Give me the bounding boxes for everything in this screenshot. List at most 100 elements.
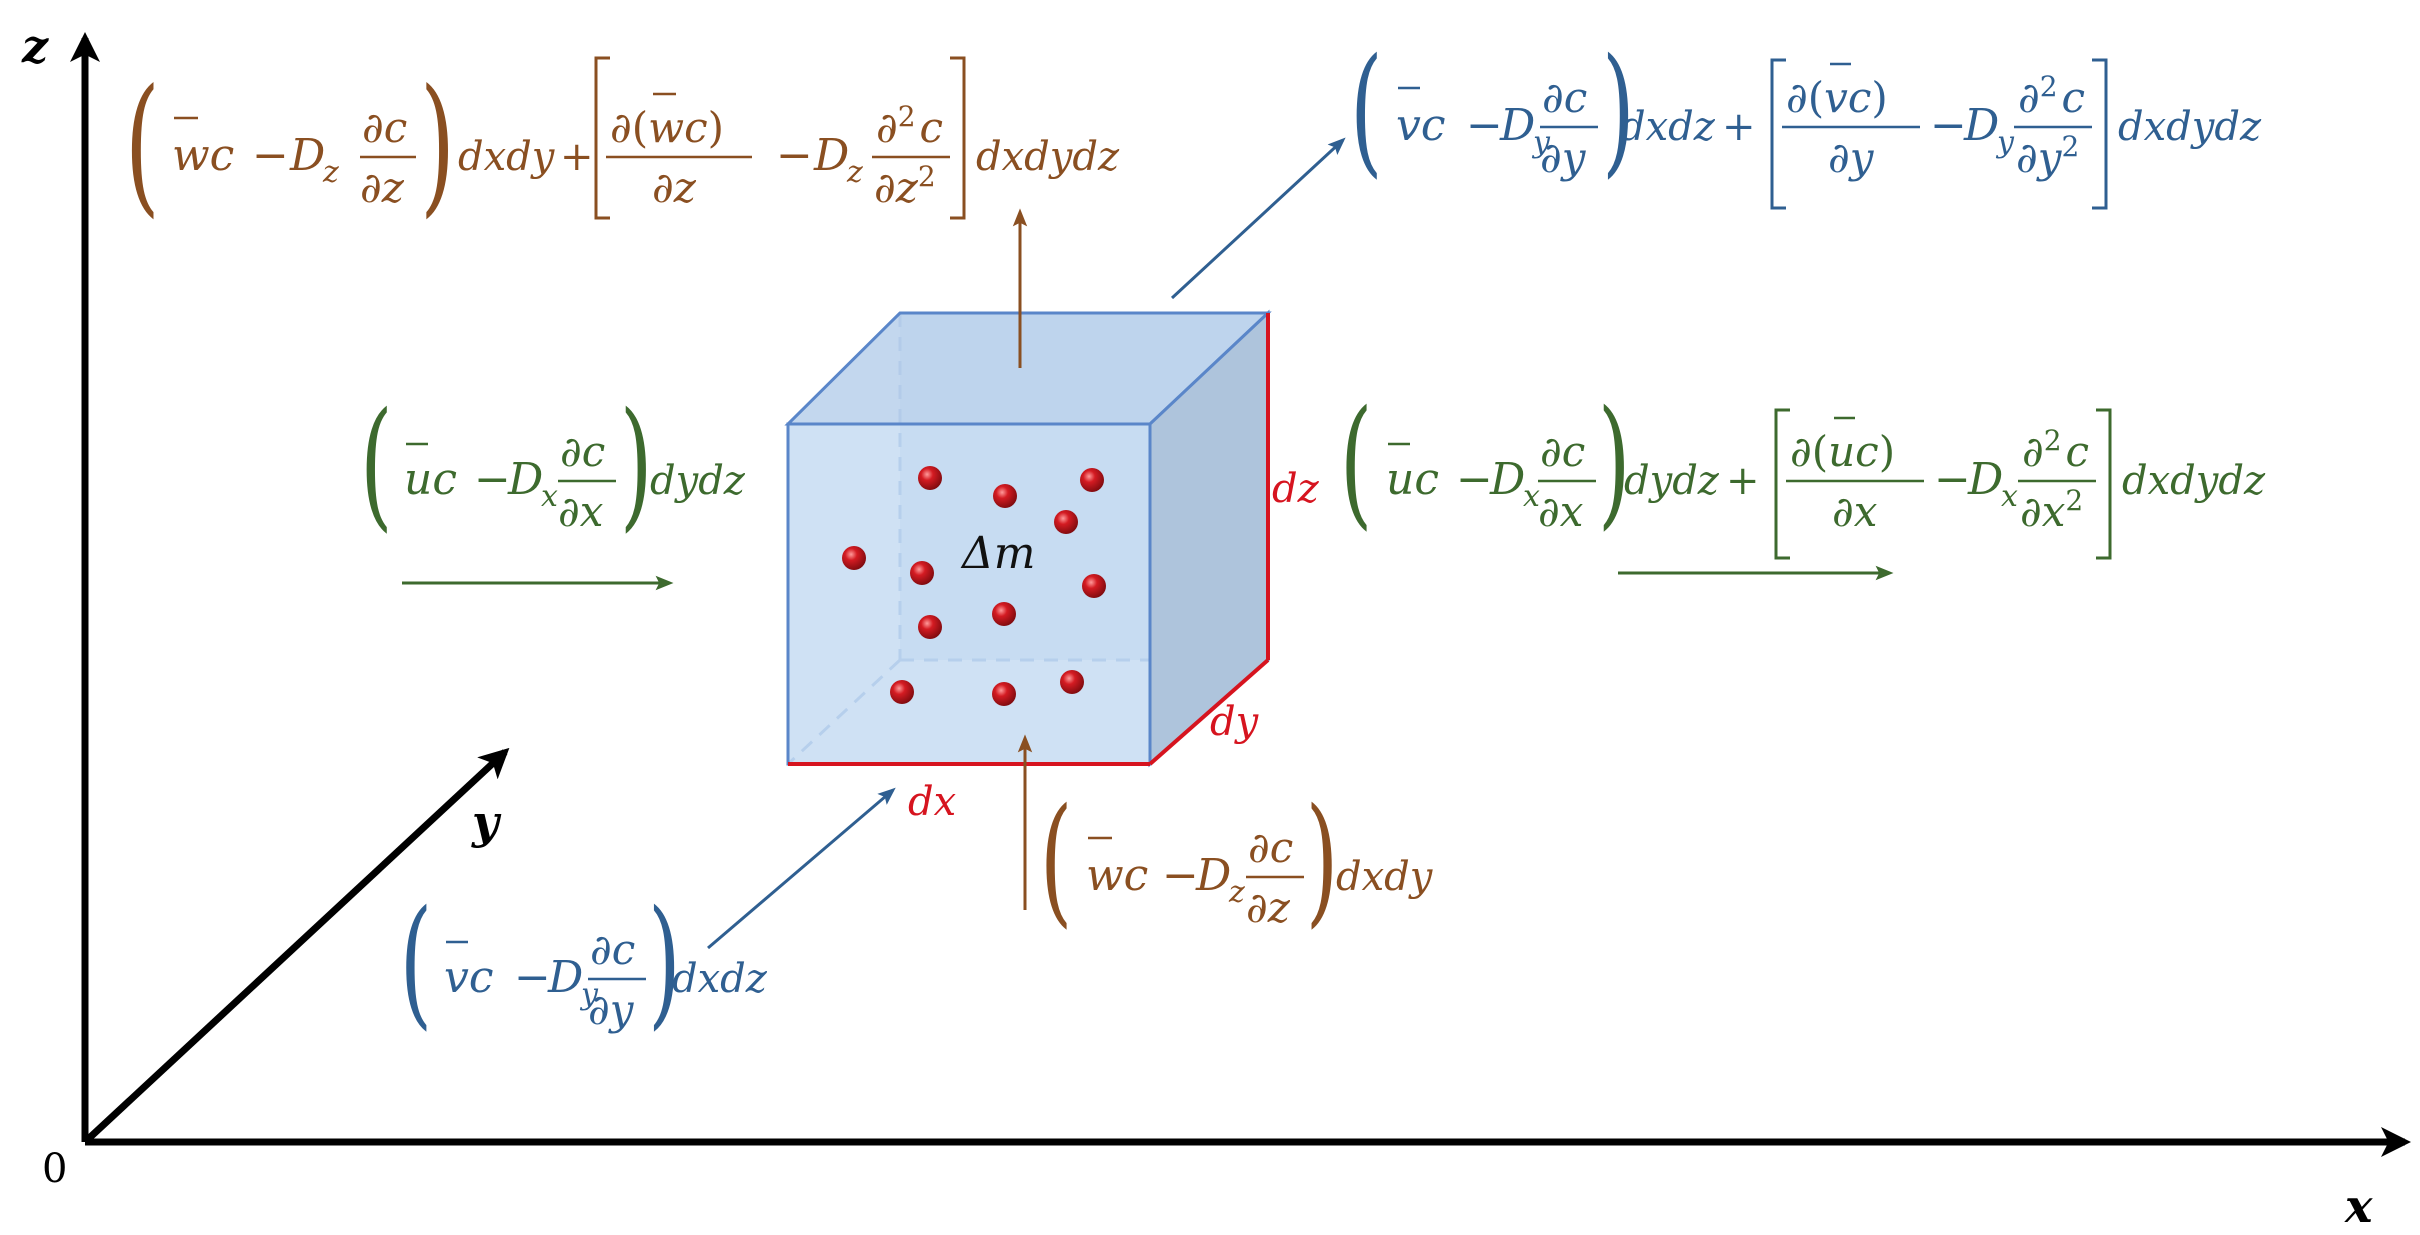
svg-text:∂(wc): ∂(wc) — [610, 103, 724, 152]
particle — [992, 602, 1016, 626]
svg-text:∂y: ∂y — [1828, 133, 1875, 182]
svg-text:∂x2: ∂x2 — [2020, 484, 2083, 536]
svg-text:−: − — [1162, 850, 1199, 901]
svg-text:∂z: ∂z — [360, 163, 405, 212]
svg-text:): ) — [1602, 29, 1635, 191]
svg-text:dxdz: dxdz — [1620, 104, 1716, 150]
svg-text:dxdy: dxdy — [1336, 854, 1434, 900]
svg-text:y: y — [1531, 125, 1551, 160]
svg-text:uc: uc — [404, 454, 457, 505]
svg-text:−: − — [252, 130, 289, 181]
svg-text:+: + — [560, 134, 594, 180]
svg-text:−: − — [514, 952, 551, 1003]
svg-text:∂2c: ∂2c — [2018, 70, 2085, 122]
svg-text:∂c: ∂c — [1542, 73, 1587, 122]
frac-d2c-dx2: ∂2c ∂x2 — [2018, 424, 2096, 536]
svg-text:∂z: ∂z — [1246, 883, 1291, 932]
svg-text:D: D — [813, 130, 849, 181]
frac-d2c-dy2: ∂2c ∂y2 — [2014, 70, 2092, 182]
svg-text:−: − — [1934, 454, 1971, 505]
paren-open: ( — [125, 58, 160, 233]
particle — [890, 680, 914, 704]
frac-d2c-dz2: ∂2c ∂z2 — [872, 100, 950, 212]
svg-text:dxdz: dxdz — [672, 956, 768, 1002]
svg-text:∂(vc): ∂(vc) — [1786, 73, 1888, 122]
dy-edge — [1148, 658, 1270, 766]
dx-label: dx — [908, 779, 956, 825]
svg-text:∂x: ∂x — [1538, 487, 1584, 536]
svg-text:uc: uc — [1386, 454, 1439, 505]
svg-text:∂y: ∂y — [588, 985, 635, 1034]
svg-text:dxdydz: dxdydz — [976, 134, 1120, 180]
svg-text:(: ( — [1040, 779, 1073, 941]
svg-text:+: + — [1726, 458, 1760, 504]
svg-text:): ) — [620, 383, 653, 545]
particle — [992, 682, 1016, 706]
svg-text:): ) — [1598, 381, 1631, 543]
svg-text:D: D — [507, 454, 543, 505]
svg-text:∂c: ∂c — [560, 427, 605, 476]
origin-label: 0 — [42, 1146, 67, 1192]
frac-dc-dz-in: ∂c ∂z — [1246, 823, 1304, 932]
flux-y-in-expression: ( vc − D y ∂c ∂y ) dxdz — [400, 881, 768, 1043]
svg-text:vc: vc — [444, 952, 494, 1003]
svg-text:−: − — [776, 130, 813, 181]
frac-dc-dy: ∂c ∂y — [1540, 73, 1598, 182]
svg-text:∂(uc): ∂(uc) — [1790, 427, 1895, 476]
svg-text:D: D — [1963, 100, 1999, 151]
frac-d-uc-dx: ∂(uc) ∂x — [1786, 416, 1924, 536]
svg-text:∂y2: ∂y2 — [2016, 130, 2079, 182]
svg-text:wc: wc — [1086, 850, 1148, 901]
flux-y-out-expression: ( vc − D y ∂c ∂y ) dxdz + ∂(vc) ∂y − D y… — [1350, 29, 2262, 210]
svg-text:x: x — [541, 479, 558, 514]
flux-z-in-expression: ( wc − D z ∂c ∂z ) dxdy — [1040, 779, 1434, 941]
dy-label: dy — [1210, 699, 1260, 745]
flux-x-out-expression: ( uc − D x ∂c ∂x ) dydz + ∂(uc) ∂x − D x… — [1340, 381, 2266, 560]
svg-text:x: x — [2001, 479, 2018, 514]
svg-text:D: D — [1489, 454, 1525, 505]
svg-text:∂x: ∂x — [1832, 487, 1878, 536]
svg-text:∂c: ∂c — [1248, 823, 1293, 872]
axes: z x y 0 — [21, 19, 2411, 1233]
svg-text:): ) — [648, 881, 681, 1043]
svg-text:∂z2: ∂z2 — [874, 160, 936, 212]
svg-text:D: D — [289, 130, 325, 181]
svg-text:y: y — [579, 977, 599, 1012]
svg-text:D: D — [547, 952, 583, 1003]
particles — [842, 466, 1106, 706]
y-axis-label: y — [471, 795, 502, 849]
svg-text:(: ( — [400, 881, 433, 1043]
svg-text:D: D — [1195, 850, 1231, 901]
flux-x-in-expression: ( uc − D x ∂c ∂x ) dydz — [360, 383, 746, 545]
svg-text:): ) — [1306, 779, 1339, 941]
frac-d-vc-dy: ∂(vc) ∂y — [1782, 62, 1920, 182]
svg-text:wc: wc — [172, 130, 234, 181]
svg-text:∂x: ∂x — [558, 487, 604, 536]
flux-arrows — [402, 137, 1894, 950]
flux-z-out-expression: ( wc − D z ∂c ∂z ) dxdy + ∂(wc) ∂z − D z… — [125, 56, 1120, 233]
svg-text:−: − — [1456, 454, 1493, 505]
svg-text:(: ( — [360, 383, 393, 545]
svg-text:∂c: ∂c — [362, 103, 407, 152]
z-axis-label: z — [21, 19, 49, 73]
svg-text:+: + — [1722, 104, 1756, 150]
particle — [993, 484, 1017, 508]
mass-label: Δm — [960, 528, 1036, 579]
frac-dc-dy-in: ∂c ∂y — [588, 925, 646, 1034]
particle — [1080, 468, 1104, 492]
svg-text:dxdydz: dxdydz — [2122, 458, 2266, 504]
svg-text:D: D — [1967, 454, 2003, 505]
particle — [842, 546, 866, 570]
svg-text:dxdydz: dxdydz — [2118, 104, 2262, 150]
svg-text:vc: vc — [1396, 100, 1446, 151]
svg-text:(: ( — [1340, 381, 1373, 543]
arrow-y-in — [707, 787, 896, 950]
svg-text:∂z: ∂z — [652, 163, 697, 212]
frac-dc-dz: ∂c ∂z — [360, 103, 416, 212]
svg-text:z: z — [846, 155, 863, 190]
cube-dimension-edges — [788, 313, 1270, 766]
svg-text:): ) — [420, 58, 455, 233]
frac-dc-dx: ∂c ∂x — [558, 427, 616, 536]
svg-text:∂2c: ∂2c — [876, 100, 943, 152]
